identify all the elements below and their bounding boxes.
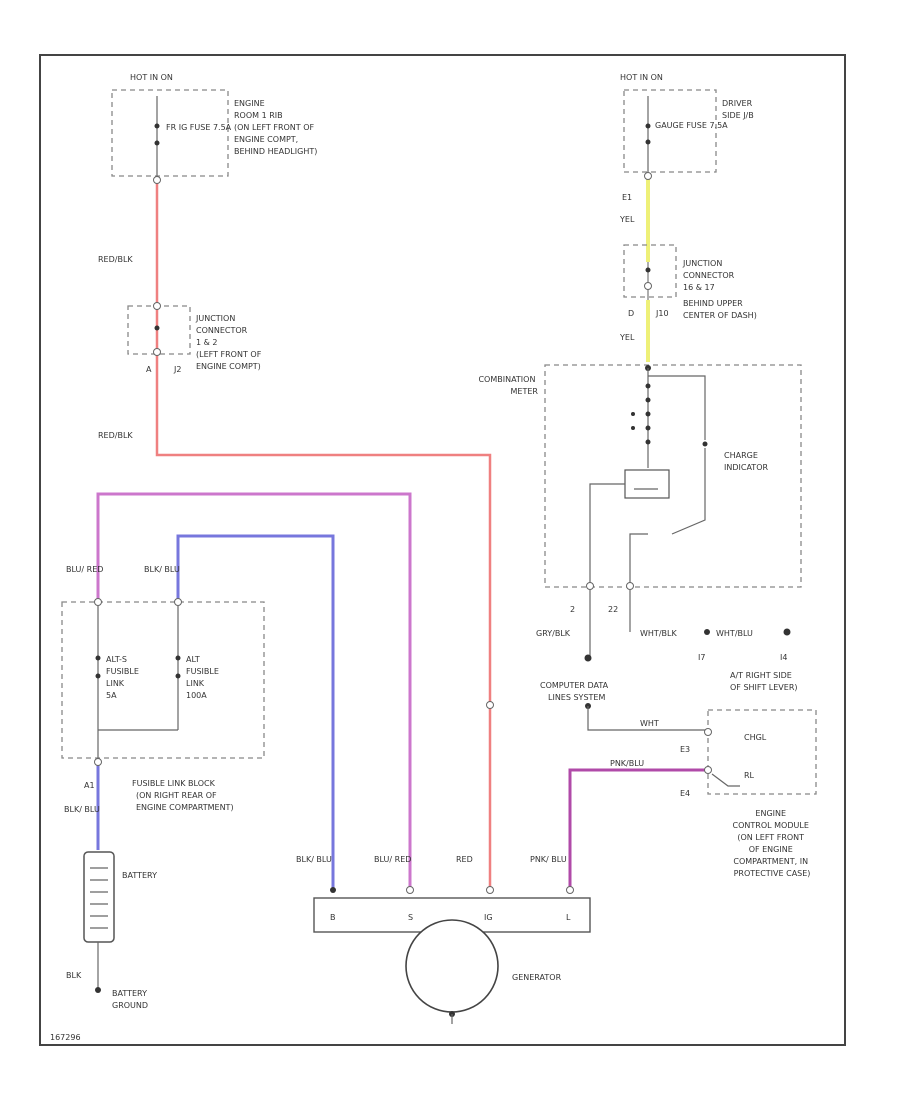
charge-indicator-label: CHARGE INDICATOR — [724, 451, 768, 472]
gen-wire-label-ig: RED — [456, 855, 473, 864]
wire-label-pnk-blu: PNK/BLU — [610, 759, 644, 768]
diagram-border — [39, 54, 846, 1046]
wire-label-gry-blk: GRY/BLK — [536, 629, 571, 638]
pin-e1-right: E1 — [622, 193, 632, 202]
fuse-box-right-location: DRIVER SIDE J/B — [722, 99, 755, 120]
junction-left-pin-j2: J2 — [173, 365, 181, 374]
combination-meter-title: COMBINATION METER — [478, 375, 538, 396]
fuse-box-left-location: ENGINE ROOM 1 RIB (ON LEFT FRONT OF ENGI… — [234, 99, 317, 156]
gen-terminal-ig: IG — [484, 913, 493, 922]
wire-red-blk-feed — [155, 180, 492, 888]
fusible-link-block-label: FUSIBLE LINK BLOCK (ON RIGHT REAR OF ENG… — [132, 779, 234, 812]
wire-pnk-blu-lamp — [568, 768, 705, 888]
wire-label-yel-2: YEL — [619, 333, 635, 342]
gen-wire-label-s: BLU/ RED — [374, 855, 411, 864]
pin-i4: I4 — [780, 653, 787, 662]
wire-blk-blu-main — [176, 534, 335, 888]
ecm-pin-e3: E3 — [680, 745, 690, 754]
shift-lever-label: A/T RIGHT SIDE OF SHIFT LEVER) — [730, 671, 798, 692]
wire-label-wht-blu: WHT/BLU — [716, 629, 753, 638]
battery-ground-label: BATTERY GROUND — [112, 989, 150, 1010]
wire-label-blu-red-top: BLU/ RED — [66, 565, 103, 574]
diagram-code: 167296 — [50, 1033, 81, 1042]
computer-data-lines: COMPUTER DATA LINES SYSTEM WHT — [540, 681, 705, 731]
engine-control-module: CHGL RL E3 E4 PNK/BLU ENGINE CONTROL MOD… — [610, 709, 817, 878]
meter-pin-2: 2 — [570, 605, 575, 614]
gen-terminal-b: B — [330, 913, 336, 922]
wire-label-red-blk-2: RED/BLK — [98, 431, 133, 440]
generator-symbol — [405, 919, 499, 1013]
gen-terminal-s: S — [408, 913, 413, 922]
fr-ig-fuse-label: FR IG FUSE 7.5A — [166, 123, 232, 132]
wire-label-red-blk-1: RED/BLK — [98, 255, 133, 264]
junction-right-pin-j10: J10 — [655, 309, 669, 318]
combination-meter: COMBINATION METER CHARGE INDICATOR 2 22 — [478, 364, 802, 614]
gen-terminal-l: L — [566, 913, 571, 922]
gen-wire-label-l: PNK/ BLU — [530, 855, 567, 864]
ic-module-box — [624, 469, 670, 499]
fusible-link-block: BLU/ RED BLK/ BLU ALT-S FUSIBLE LINK 5A … — [61, 565, 265, 814]
pin-i7: I7 — [698, 653, 705, 662]
junction-right-label: JUNCTION CONNECTOR 16 & 17 BEHIND UPPER … — [682, 259, 757, 320]
wire-label-wht-blk: WHT/BLK — [640, 629, 677, 638]
alt-fusible-link: ALT FUSIBLE LINK 100A — [186, 655, 221, 700]
junction-left-pin-a: A — [146, 365, 152, 374]
hot-in-on-label-right: HOT IN ON — [620, 73, 663, 82]
junction-right-pin-d: D — [628, 309, 634, 318]
fuse-box-right: HOT IN ON GAUGE FUSE 7.5A DRIVER SIDE J/… — [620, 73, 755, 180]
wire-label-ground-blk: BLK — [66, 971, 82, 980]
ecm-pin-e4: E4 — [680, 789, 690, 798]
wire-label-yel-1: YEL — [619, 215, 635, 224]
generator: BLK/ BLU BLU/ RED RED PNK/ BLU B S IG L … — [296, 701, 591, 1024]
junction-connector-left: A J2 JUNCTION CONNECTOR 1 & 2 (LEFT FRON… — [127, 302, 264, 374]
wire-blu-red-sense — [96, 492, 412, 888]
wire-label-blk-blu-top: BLK/ BLU — [144, 565, 180, 574]
alt-s-fusible-link: ALT-S FUSIBLE LINK 5A — [106, 655, 141, 700]
fusible-link-pin-a1: A1 — [84, 781, 95, 790]
battery-label: BATTERY — [122, 871, 157, 880]
wire-label-blk-blu-battery: BLK/ BLU — [64, 805, 100, 814]
gen-wire-label-b: BLK/ BLU — [296, 855, 332, 864]
ecm-terminal-chgl: CHGL — [744, 733, 767, 742]
wire-label-wht: WHT — [640, 719, 659, 728]
meter-output-wires: GRY/BLK WHT/BLK WHT/BLU I7 I4 A/T RIGHT … — [536, 590, 798, 692]
ecm-terminal-rl: RL — [744, 771, 755, 780]
battery: BATTERY BLK BATTERY GROUND — [66, 851, 157, 1010]
generator-label: GENERATOR — [512, 973, 562, 982]
meter-pin-22: 22 — [608, 605, 618, 614]
junction-connector-right: D J10 JUNCTION CONNECTOR 16 & 17 BEHIND … — [623, 244, 757, 320]
gauge-fuse-label: GAUGE FUSE 7.5A — [655, 121, 728, 130]
fuse-box-left: HOT IN ON FR IG FUSE 7.5A ENGINE ROOM 1 … — [111, 73, 317, 184]
ecm-label: ENGINE CONTROL MODULE (ON LEFT FRONT OF … — [733, 809, 812, 878]
hot-in-on-label-left: HOT IN ON — [130, 73, 173, 82]
junction-left-label: JUNCTION CONNECTOR 1 & 2 (LEFT FRONT OF … — [195, 314, 264, 371]
computer-data-lines-label: COMPUTER DATA LINES SYSTEM — [540, 681, 611, 702]
